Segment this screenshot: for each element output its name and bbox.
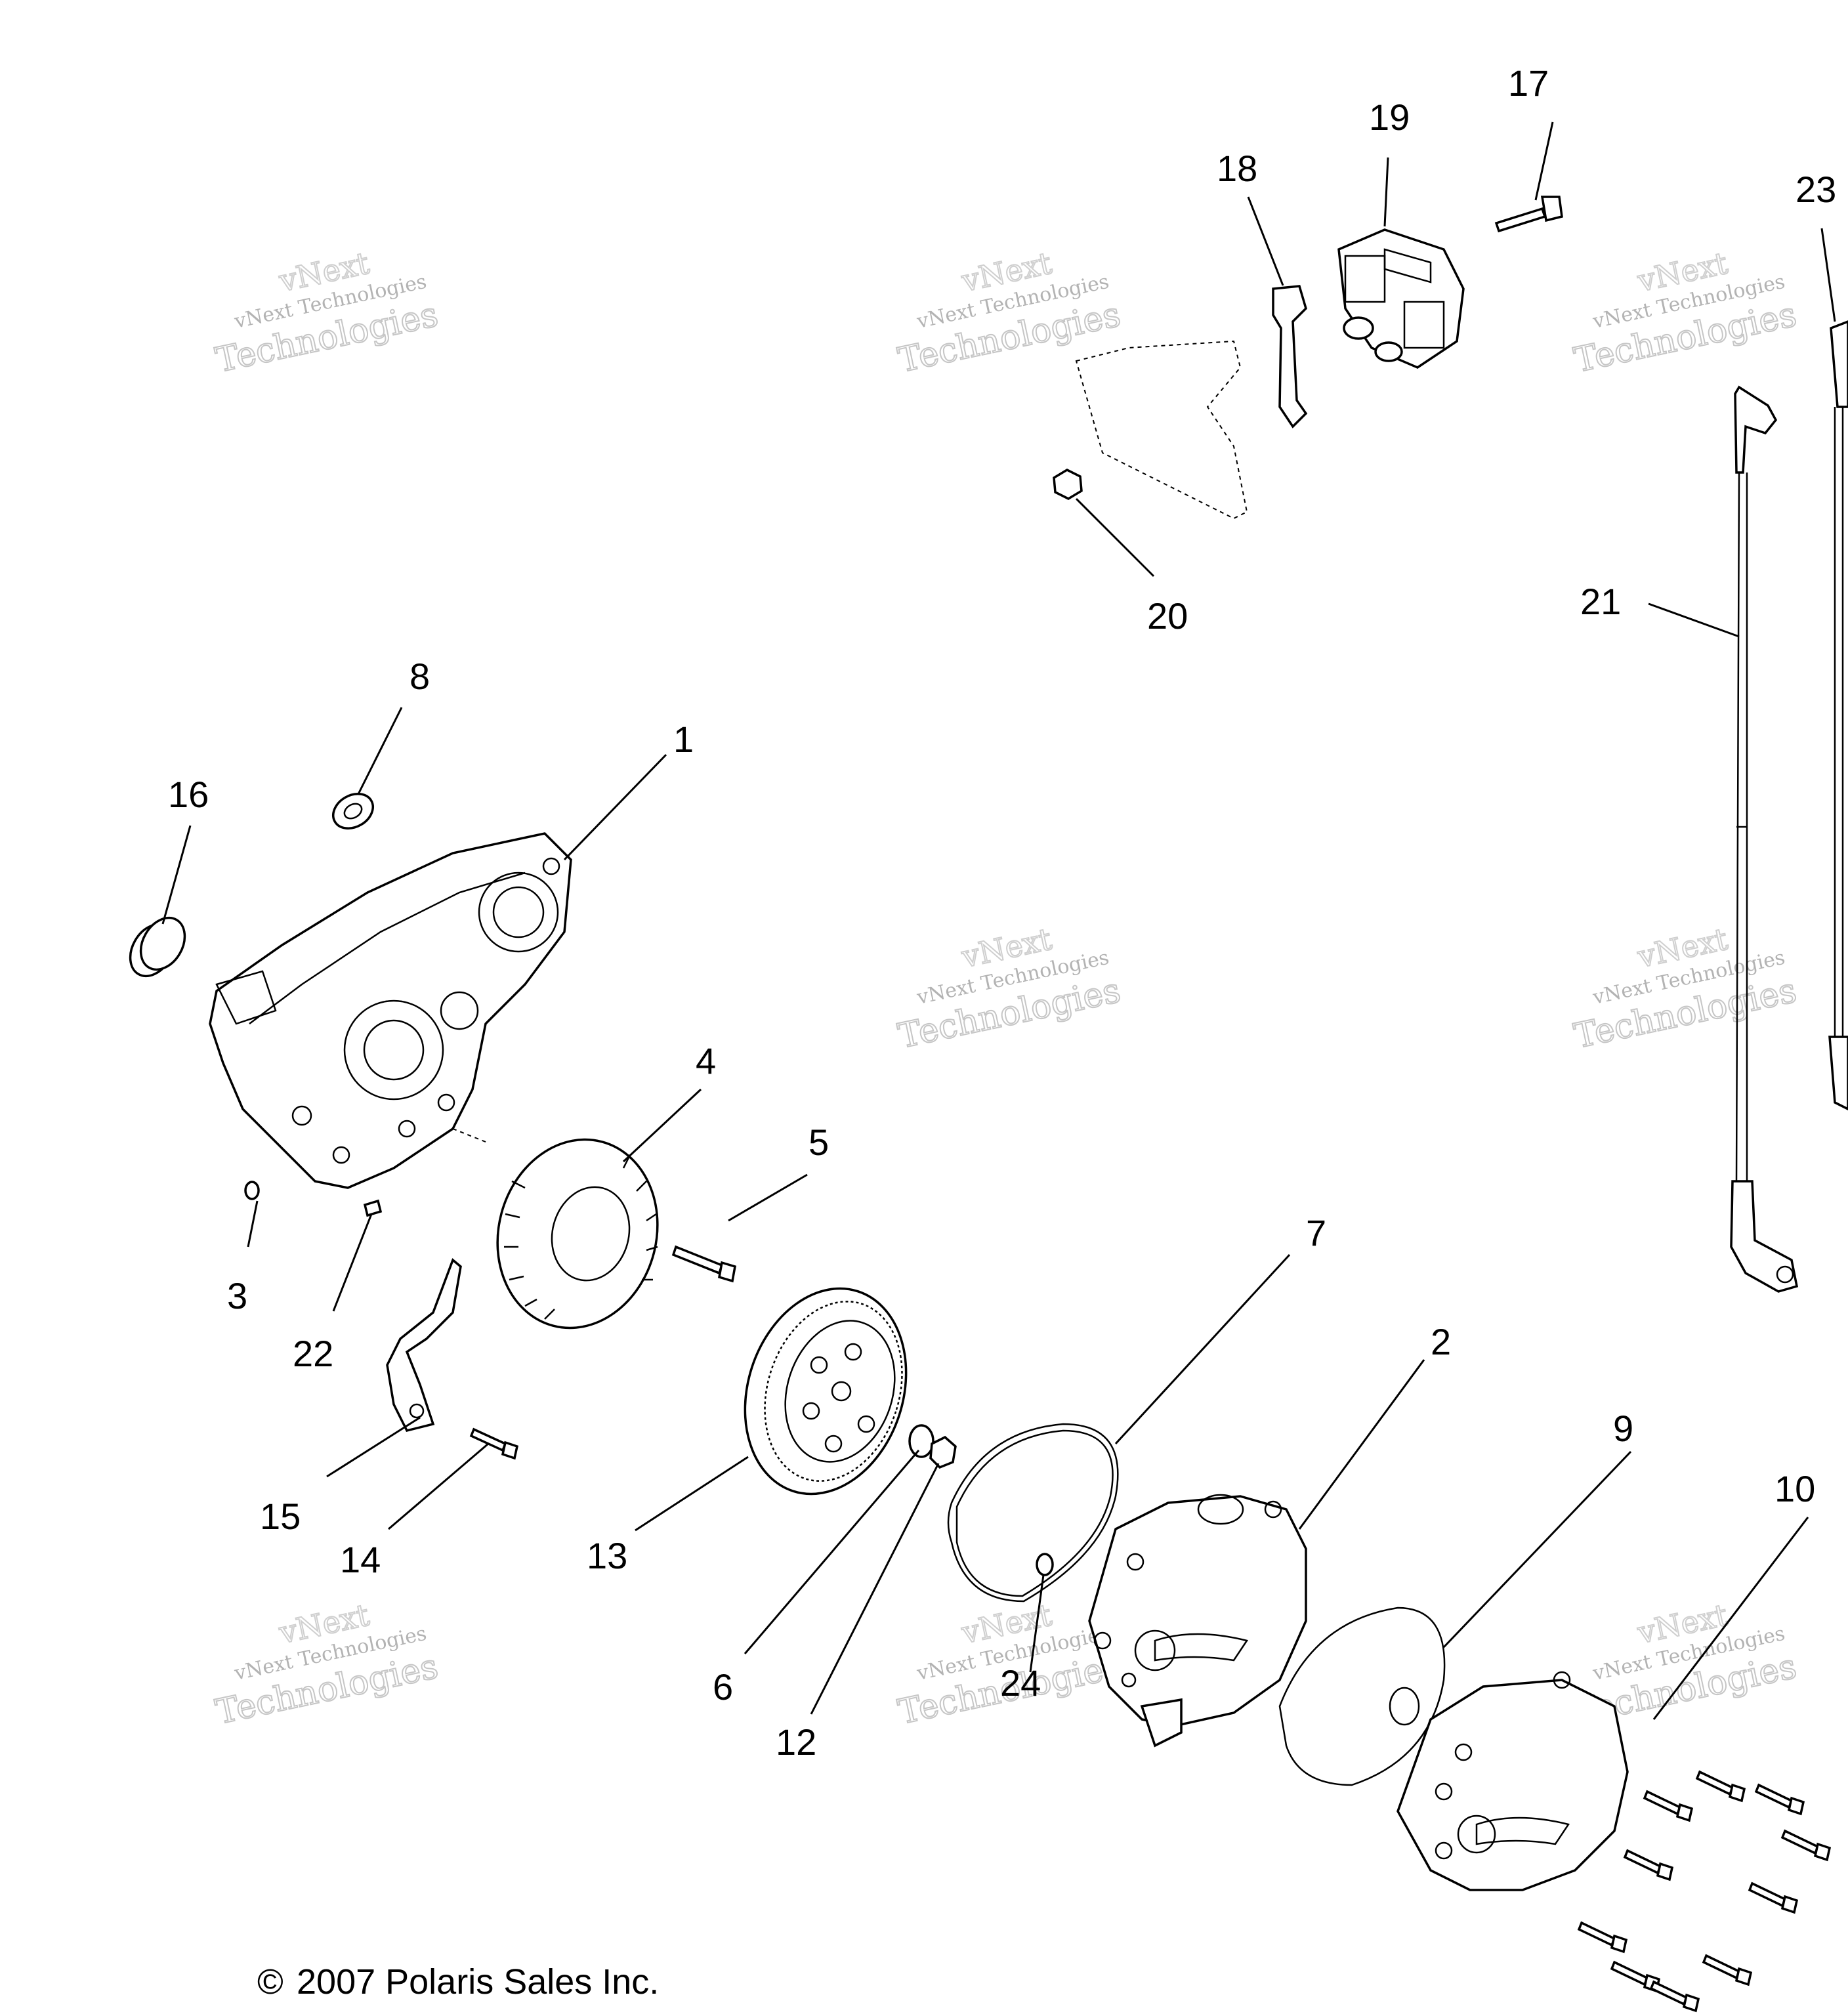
callout-24: 24 bbox=[1000, 1662, 1041, 1704]
callout-5: 5 bbox=[808, 1122, 829, 1163]
watermark: vNext vNext Technologies Technologies bbox=[1570, 920, 1801, 1057]
callout-21: 21 bbox=[1580, 581, 1621, 622]
part-7-gasket bbox=[947, 1423, 1119, 1603]
callout-8: 8 bbox=[410, 656, 430, 697]
callout-17: 17 bbox=[1508, 62, 1549, 104]
callout-23: 23 bbox=[1796, 169, 1836, 210]
callout-14: 14 bbox=[340, 1539, 381, 1580]
part-21-spark-plug-wire bbox=[1730, 385, 1799, 1293]
copyright: © 2007 Polaris Sales Inc. bbox=[257, 1962, 659, 2002]
part-22-dowel bbox=[363, 1199, 383, 1217]
callout-18: 18 bbox=[1217, 148, 1257, 189]
callouts: 1 2 3 4 5 6 7 8 9 10 12 13 14 15 16 17 1… bbox=[168, 62, 1836, 1763]
part-2-inner-cover bbox=[1088, 1494, 1307, 1748]
part-17-bolt bbox=[1494, 196, 1563, 233]
watermark: vNext vNext Technologies Technologies bbox=[1570, 244, 1801, 381]
part-3-o-ring bbox=[244, 1181, 260, 1200]
copyright-symbol: © bbox=[257, 1962, 284, 2002]
part-8-bearing bbox=[332, 793, 374, 830]
part-10-outer-cover bbox=[1396, 1671, 1629, 1891]
watermark: vNext vNext Technologies Technologies bbox=[212, 1596, 442, 1732]
part-20-nut bbox=[1053, 469, 1083, 500]
callout-3: 3 bbox=[227, 1275, 247, 1316]
callout-7: 7 bbox=[1306, 1212, 1326, 1253]
callout-22: 22 bbox=[293, 1333, 333, 1374]
part-15-bracket bbox=[386, 1258, 462, 1433]
callout-1: 1 bbox=[673, 719, 694, 760]
part-18-clip bbox=[1272, 285, 1308, 429]
part-13-flywheel bbox=[744, 1287, 908, 1496]
part-19-ignition-coil bbox=[1337, 228, 1465, 369]
callout-13: 13 bbox=[587, 1535, 627, 1576]
callout-16: 16 bbox=[168, 774, 209, 815]
callout-19: 19 bbox=[1369, 96, 1410, 138]
part-4-stator bbox=[496, 1138, 659, 1330]
part-5-bolt bbox=[671, 1245, 737, 1283]
watermark: vNext vNext Technologies Technologies bbox=[894, 920, 1125, 1057]
callout-2: 2 bbox=[1431, 1321, 1451, 1362]
callout-12: 12 bbox=[776, 1721, 816, 1763]
part-12-nut bbox=[929, 1435, 957, 1469]
part-1-crankcase-cover bbox=[209, 832, 572, 1189]
part-14-bolt bbox=[469, 1427, 519, 1460]
part-24-o-ring bbox=[1036, 1553, 1054, 1576]
callout-9: 9 bbox=[1613, 1408, 1633, 1449]
part-9-gasket bbox=[1278, 1606, 1446, 1786]
callout-6: 6 bbox=[713, 1666, 733, 1708]
callout-4: 4 bbox=[696, 1040, 716, 1082]
mounting-plate-outline bbox=[1075, 340, 1248, 520]
copyright-text: 2007 Polaris Sales Inc. bbox=[297, 1962, 659, 2002]
part-6-washer bbox=[908, 1424, 934, 1458]
watermark: vNext vNext Technologies Technologies bbox=[894, 1596, 1125, 1732]
callout-10: 10 bbox=[1774, 1468, 1815, 1509]
leader-lines bbox=[161, 121, 1836, 1720]
callout-20: 20 bbox=[1147, 595, 1188, 637]
part-16-seal bbox=[129, 916, 186, 978]
callout-15: 15 bbox=[260, 1496, 301, 1537]
part-23-spark-plug-wire bbox=[1828, 320, 1848, 1110]
watermark: vNext vNext Technologies Technologies bbox=[212, 244, 442, 381]
cover-bolt-set bbox=[1577, 1770, 1832, 2013]
